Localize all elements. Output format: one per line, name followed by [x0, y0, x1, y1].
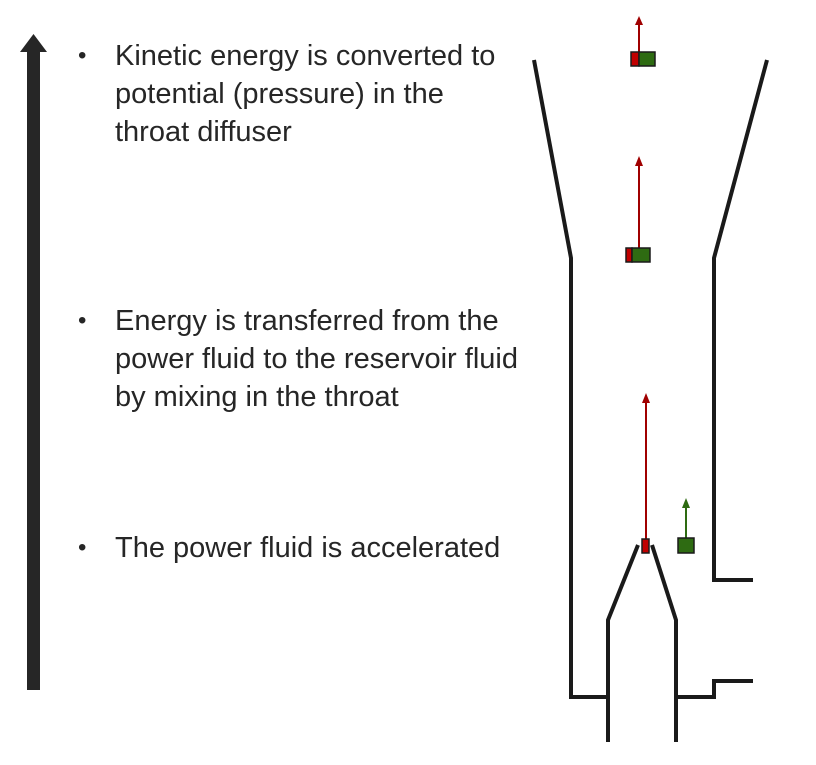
pump-right-wall	[712, 59, 769, 582]
velocity-arrow-nozzle-head	[642, 393, 650, 403]
mixed-parcel-throat-power	[625, 247, 633, 263]
bullet-nozzle-acceleration: • The power fluid is accelerated	[78, 529, 518, 567]
mixed-parcel-diffuser-power	[630, 51, 640, 67]
nozzle-right-wall	[650, 544, 678, 742]
process-arrow-shaft	[27, 50, 40, 690]
bullet-throat-mixing: • Energy is transferred from the power f…	[78, 302, 518, 416]
velocity-arrow-throat-head	[635, 156, 643, 166]
pump-left-wall	[532, 59, 608, 699]
bullet-diffuser-text: Kinetic energy is converted to potential…	[115, 40, 496, 148]
velocity-arrow-diffuser-head	[635, 16, 643, 25]
pump-suction-inlet-wall	[676, 679, 753, 699]
reservoir-fluid-parcel	[677, 537, 695, 554]
bullet-diffuser: • Kinetic energy is converted to potenti…	[78, 37, 518, 151]
fluid-parcels	[625, 51, 695, 554]
bullet-marker: •	[78, 307, 87, 334]
velocity-arrows	[635, 16, 690, 540]
nozzle-left-wall	[606, 544, 640, 742]
bullet-throat-mixing-text: Energy is transferred from the power flu…	[115, 305, 518, 413]
mixed-parcel-diffuser-reservoir	[638, 51, 656, 67]
velocity-arrow-reservoir-head	[682, 498, 690, 508]
bullet-marker: •	[78, 534, 87, 561]
power-fluid-parcel	[641, 538, 650, 554]
mixed-parcel-throat-reservoir	[631, 247, 651, 263]
bullet-nozzle-acceleration-text: The power fluid is accelerated	[115, 532, 501, 564]
bullet-marker: •	[78, 42, 87, 69]
process-arrow-head	[20, 34, 47, 52]
